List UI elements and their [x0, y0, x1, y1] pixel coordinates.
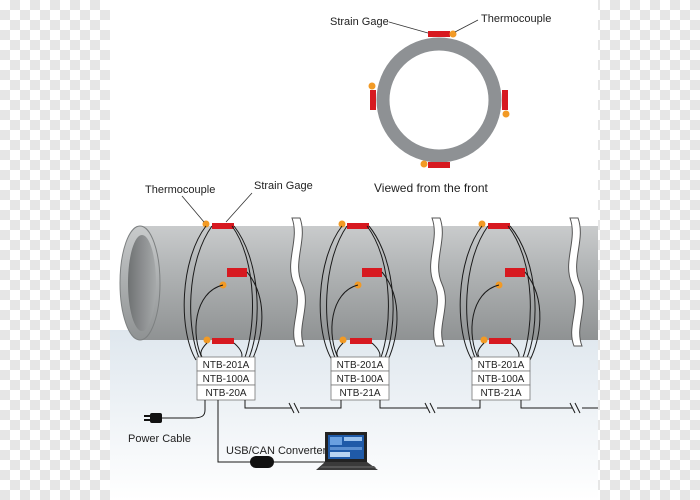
thermocouple-top	[449, 30, 457, 38]
thermocouple-left	[368, 82, 376, 90]
module-3: NTB-201A NTB-100A NTB-21A	[471, 356, 531, 401]
module-3-line-3: NTB-21A	[480, 388, 521, 399]
module-1-line-2: NTB-100A	[203, 374, 250, 385]
leader-pipe-strain-gage	[225, 192, 253, 223]
front-strain-gage-label: Strain Gage	[330, 16, 389, 28]
strain-gage-3-top	[488, 223, 510, 229]
thermocouple-2-bottom	[339, 336, 347, 344]
strain-gage-2-side	[362, 268, 382, 277]
pipe-break-3	[568, 217, 584, 347]
module-2-line-3: NTB-21A	[339, 388, 380, 399]
converter-label: USB/CAN Converter	[226, 445, 327, 457]
strain-gage-1-bottom	[212, 338, 234, 344]
strain-gage-2-bottom	[350, 338, 372, 344]
module-1: NTB-201A NTB-100A NTB-20A	[196, 356, 256, 401]
thermocouple-1-top	[202, 220, 210, 228]
pipe-strain-gage-label: Strain Gage	[254, 180, 313, 192]
leader-pipe-thermocouple	[181, 195, 205, 223]
strain-gage-right	[502, 90, 508, 110]
pipe-end-opening	[128, 235, 156, 331]
front-view-caption: Viewed from the front	[374, 181, 489, 195]
sensor-wires	[183, 225, 541, 361]
pipe-break-1	[290, 217, 306, 347]
leader-strain-gage	[388, 21, 429, 34]
laptop-icon	[316, 432, 378, 470]
front-thermocouple-label: Thermocouple	[481, 13, 551, 25]
strain-gage-3-side	[505, 268, 525, 277]
strain-gage-left	[370, 90, 376, 110]
module-1-line-3: NTB-20A	[205, 388, 246, 399]
pipe-labels: Thermocouple Strain Gage	[145, 180, 313, 223]
module-2-line-2: NTB-100A	[337, 374, 384, 385]
module-2: NTB-201A NTB-100A NTB-21A	[330, 356, 390, 401]
power-cable: Power Cable	[128, 400, 206, 445]
leader-thermocouple	[454, 19, 479, 33]
module-3-line-1: NTB-201A	[478, 360, 525, 371]
floor-shading	[110, 330, 598, 500]
thermocouple-3-top	[478, 220, 486, 228]
thermocouple-3-bottom	[480, 336, 488, 344]
module-1-line-1: NTB-201A	[203, 360, 250, 371]
thermocouple-bottom	[420, 160, 428, 168]
thermocouple-1-bottom	[203, 336, 211, 344]
strain-gage-1-side	[227, 268, 247, 277]
module-2-line-1: NTB-201A	[337, 360, 384, 371]
thermocouple-right	[502, 110, 510, 118]
front-view: Strain Gage Thermocouple Viewed from the…	[330, 13, 551, 195]
power-plug-icon	[144, 413, 162, 423]
pipe-break-2	[430, 217, 446, 347]
power-cable-label: Power Cable	[128, 433, 191, 445]
converter-link: USB/CAN Converter	[217, 400, 328, 468]
strain-gage-2-top	[347, 223, 369, 229]
bus-cables	[244, 400, 598, 414]
strain-gage-3-bottom	[489, 338, 511, 344]
converter-icon	[250, 456, 274, 468]
pipe-thermocouple-label: Thermocouple	[145, 184, 215, 196]
pipe-cross-section	[376, 37, 502, 163]
strain-gage-top	[428, 31, 450, 37]
strain-gage-bottom	[428, 162, 450, 168]
thermocouple-2-top	[338, 220, 346, 228]
module-3-line-2: NTB-100A	[478, 374, 525, 385]
strain-gage-1-top	[212, 223, 234, 229]
